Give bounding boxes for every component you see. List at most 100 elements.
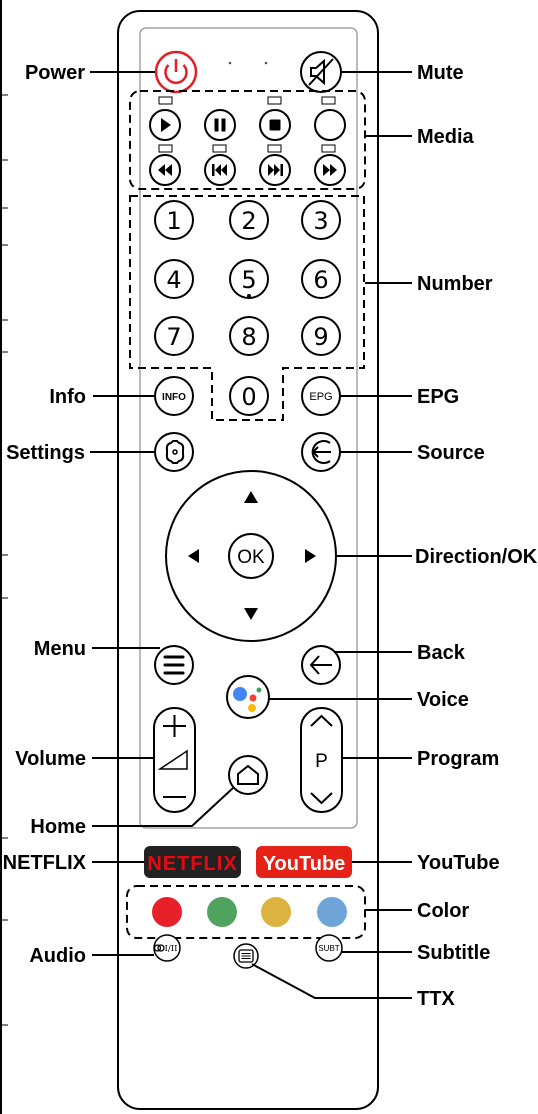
indicator-dot	[228, 61, 232, 65]
media-mini-icon	[158, 96, 173, 105]
arrow-left-icon	[188, 549, 199, 563]
back-arrow-icon	[309, 655, 332, 675]
callout-netflix: NETFLIX	[3, 852, 87, 874]
callout-power: Power	[25, 62, 85, 84]
digit-label: 0	[241, 383, 256, 411]
blue-key[interactable]	[317, 897, 347, 927]
epg-button[interactable]: EPG	[301, 376, 341, 416]
callout-number: Number	[417, 273, 493, 295]
previous-button[interactable]	[204, 154, 236, 186]
digit-key-5[interactable]: 5	[229, 259, 269, 299]
teletext-icon	[238, 949, 254, 963]
color-group-outline	[126, 885, 366, 939]
callout-ttx: TTX	[417, 988, 455, 1010]
audio-button[interactable]: I/II	[153, 934, 181, 962]
info-label: INFO	[162, 392, 186, 403]
source-button[interactable]	[301, 432, 341, 472]
remote-inner-panel	[139, 27, 358, 829]
left-border-ticks	[1, 94, 8, 1026]
program-rocker[interactable]: P	[300, 707, 343, 813]
netflix-logo-text: NETFLIX	[147, 853, 237, 875]
digit-label: 1	[166, 207, 181, 235]
netflix-button[interactable]: NETFLIX	[144, 846, 241, 878]
red-key[interactable]	[152, 897, 182, 927]
next-button[interactable]	[259, 154, 291, 186]
audio-label: I/II	[165, 944, 178, 954]
arrow-right-icon	[305, 549, 316, 563]
subtitle-key-label: SUBT	[318, 944, 339, 953]
back-button[interactable]	[301, 645, 341, 685]
number-group-outline	[129, 195, 365, 421]
green-key[interactable]	[207, 897, 237, 927]
media-row-1	[149, 96, 346, 141]
arrow-down-icon	[244, 608, 258, 620]
digit-label: 2	[241, 207, 256, 235]
digit-key-3[interactable]: 3	[301, 200, 341, 240]
power-icon	[164, 64, 188, 85]
callout-source: Source	[417, 442, 485, 464]
source-icon	[311, 440, 331, 464]
gear-icon	[165, 440, 185, 464]
digit-key-2[interactable]: 2	[229, 200, 269, 240]
media-mini-icon	[321, 96, 336, 105]
stop-icon	[269, 119, 281, 131]
settings-button[interactable]	[154, 432, 194, 472]
callout-color: Color	[417, 900, 469, 922]
rewind-button[interactable]	[149, 154, 181, 186]
play-icon	[161, 118, 171, 132]
volume-rocker[interactable]	[153, 707, 196, 813]
callout-settings: Settings	[6, 442, 85, 464]
arrow-up-icon	[244, 491, 258, 503]
media-mini-icon	[321, 144, 336, 153]
voice-button[interactable]	[226, 675, 270, 719]
callout-epg: EPG	[417, 386, 459, 408]
blank-media-button[interactable]	[314, 109, 346, 141]
mute-icon	[308, 58, 334, 86]
yellow-key[interactable]	[261, 897, 291, 927]
stop-button[interactable]	[259, 109, 291, 141]
fast-forward-button[interactable]	[314, 154, 346, 186]
pause-button[interactable]	[204, 109, 236, 141]
digit-label: 9	[313, 323, 328, 351]
media-mini-icon	[212, 144, 227, 153]
media-mini-icon	[158, 144, 173, 153]
subtitle-button[interactable]: SUBT	[315, 934, 343, 962]
home-button[interactable]	[228, 755, 268, 795]
rewind-icon	[158, 164, 172, 176]
digit-label: 4	[166, 266, 181, 294]
digit-key-7[interactable]: 7	[154, 316, 194, 356]
callout-direction-ok: Direction/OK	[415, 546, 538, 568]
menu-button[interactable]	[154, 645, 194, 685]
menu-icon	[163, 655, 185, 675]
info-button[interactable]: INFO	[154, 376, 194, 416]
ok-label: OK	[237, 547, 265, 568]
mute-button[interactable]	[300, 51, 342, 93]
ttx-button[interactable]	[233, 943, 259, 969]
program-label: P	[315, 751, 328, 772]
media-group-outline	[129, 90, 366, 190]
digit-key-1[interactable]: 1	[154, 200, 194, 240]
power-button[interactable]	[154, 50, 198, 94]
callout-youtube: YouTube	[417, 852, 500, 874]
pause-icon	[214, 118, 219, 132]
media-mini-icon	[267, 96, 282, 105]
plus-icon	[163, 715, 186, 737]
callout-info: Info	[49, 386, 86, 408]
tactile-dot	[247, 294, 251, 298]
digit-key-4[interactable]: 4	[154, 259, 194, 299]
play-button[interactable]	[149, 109, 181, 141]
youtube-button[interactable]: YouTube	[256, 846, 352, 878]
digit-label: 5	[241, 266, 256, 294]
ok-button[interactable]: OK	[228, 533, 274, 579]
digit-label: 6	[313, 266, 328, 294]
youtube-logo-text: YouTube	[263, 853, 346, 875]
digit-key-8[interactable]: 8	[229, 316, 269, 356]
digit-key-6[interactable]: 6	[301, 259, 341, 299]
callout-mute: Mute	[417, 62, 464, 84]
digit-key-0[interactable]: 0	[229, 376, 269, 416]
leader-lines	[90, 71, 412, 999]
digit-label: 8	[241, 323, 256, 351]
digit-label: 3	[313, 207, 328, 235]
digit-key-9[interactable]: 9	[301, 316, 341, 356]
